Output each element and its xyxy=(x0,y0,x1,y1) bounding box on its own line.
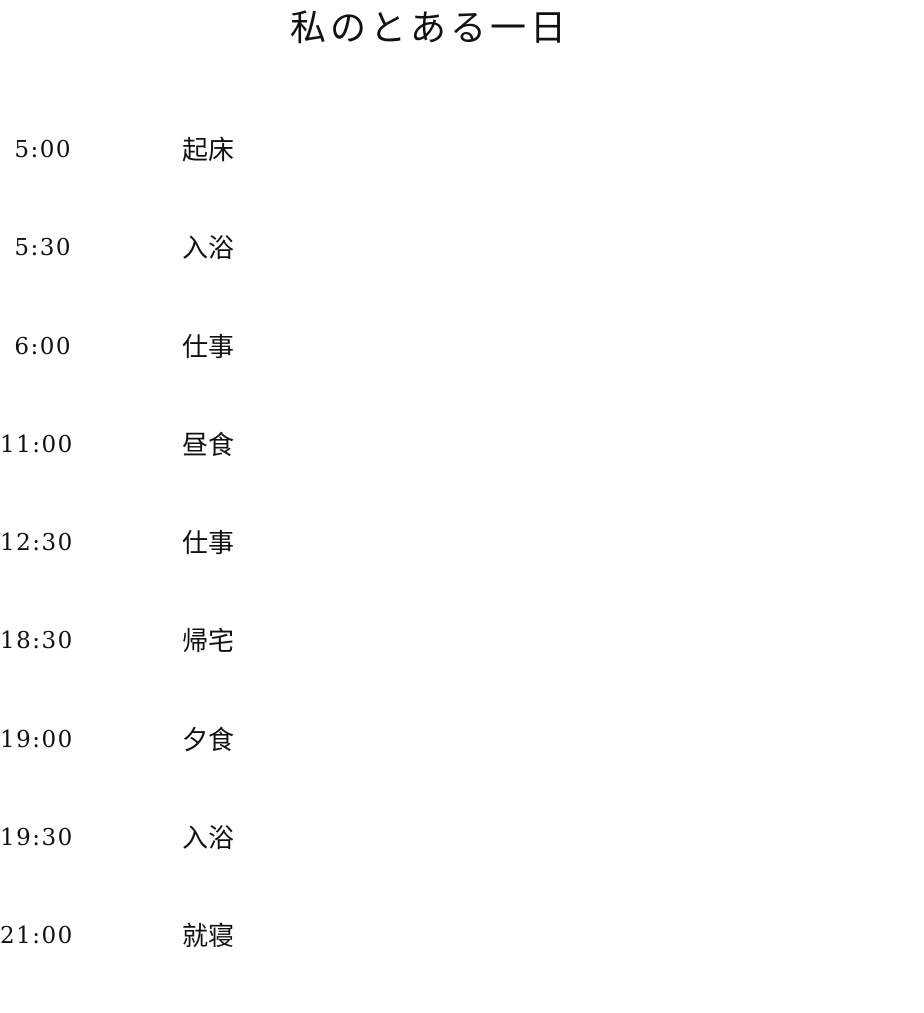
schedule-row: 6:00 仕事 xyxy=(0,325,234,423)
schedule-time: 6:00 xyxy=(14,333,72,360)
schedule-activity: 入浴 xyxy=(182,824,235,855)
schedule-activity: 就寝 xyxy=(182,922,235,953)
schedule-activity: 帰宅 xyxy=(182,627,235,658)
schedule-time: 19:30 xyxy=(0,825,74,852)
schedule-activity: 昼食 xyxy=(182,430,235,461)
schedule-list: 5:00 起床 5:30 入浴 6:00 仕事 11:00 昼食 12:30 仕… xyxy=(0,128,234,1013)
schedule-row: 19:30 入浴 xyxy=(0,816,234,914)
page-title: 私のとある一日 xyxy=(289,8,570,49)
schedule-row: 5:30 入浴 xyxy=(0,226,234,324)
schedule-row: 11:00 昼食 xyxy=(0,423,234,521)
schedule-time: 19:00 xyxy=(0,726,74,753)
schedule-row: 18:30 帰宅 xyxy=(0,619,234,717)
schedule-activity: 起床 xyxy=(182,136,235,166)
schedule-activity: 夕食 xyxy=(182,725,235,756)
schedule-activity: 入浴 xyxy=(182,234,235,265)
schedule-time: 5:00 xyxy=(14,137,72,163)
schedule-activity: 仕事 xyxy=(182,529,235,560)
schedule-row: 12:30 仕事 xyxy=(0,521,234,619)
schedule-row: 19:00 夕食 xyxy=(0,718,234,816)
schedule-time: 21:00 xyxy=(0,923,74,950)
schedule-time: 12:30 xyxy=(0,530,74,557)
schedule-row: 21:00 就寝 xyxy=(0,914,234,1012)
schedule-time: 11:00 xyxy=(0,431,74,458)
schedule-time: 5:30 xyxy=(14,235,72,262)
schedule-activity: 仕事 xyxy=(182,332,235,363)
schedule-row: 5:00 起床 xyxy=(0,128,234,226)
schedule-time: 18:30 xyxy=(0,628,74,655)
